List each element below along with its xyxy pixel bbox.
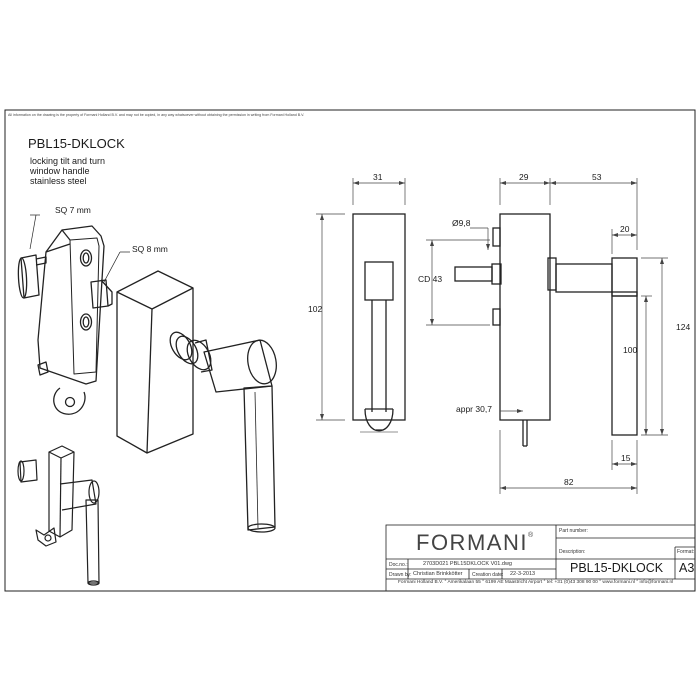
drawn-value: Christian Brinkkötter [413, 571, 463, 577]
doc-label: Doc.no.: [389, 562, 408, 568]
format-value: A3 [679, 561, 695, 575]
ownership-notice: All information on the drawing is the pr… [8, 113, 305, 117]
part-number-label: Part number: [559, 528, 588, 534]
dim-diameter: Ø9,8 [452, 218, 471, 228]
drawing-frame [4, 109, 696, 592]
dim-20: 20 [620, 224, 630, 234]
dim-82: 82 [564, 477, 574, 487]
dim-100: 100 [623, 345, 638, 355]
company-footer: Formani Holland B.V. ° Amerikalaan 55 ° … [398, 580, 674, 585]
description-value: PBL15-DKLOCK [570, 561, 664, 575]
dim-53: 53 [592, 172, 602, 182]
drawing-title: PBL15-DKLOCK [28, 136, 125, 151]
title-block [385, 524, 696, 592]
description-line: locking tilt and turn [30, 156, 106, 166]
front-view [454, 213, 638, 447]
format-label: Format: [677, 549, 695, 555]
dim-31: 31 [373, 172, 383, 182]
description-label: Description: [559, 549, 586, 555]
date-label: Creation date: [472, 572, 504, 578]
side-view [352, 213, 406, 433]
dimension-arrows [320, 181, 664, 490]
callout-sq8: SQ 8 mm [132, 244, 168, 254]
description-line: window handle [30, 166, 90, 176]
dim-appr: appr 30,7 [456, 404, 492, 414]
dimension-lines [316, 178, 668, 494]
doc-value: 2703D021 PBL15DKLOCK V01.dwg [423, 561, 512, 567]
dim-124: 124 [676, 322, 691, 332]
callout-sq7: SQ 7 mm [55, 205, 91, 215]
dim-cd43: CD 43 [418, 274, 443, 284]
dim-29: 29 [519, 172, 529, 182]
drawn-label: Drawn by: [389, 572, 412, 578]
dim-15: 15 [621, 453, 631, 463]
date-value: 22-3-2013 [510, 571, 536, 577]
dim-102: 102 [308, 304, 323, 314]
assembled-view [17, 445, 100, 586]
brand-logo: FORMANI® [416, 530, 535, 555]
description-line: stainless steel [30, 176, 87, 186]
isometric-view [17, 214, 277, 533]
